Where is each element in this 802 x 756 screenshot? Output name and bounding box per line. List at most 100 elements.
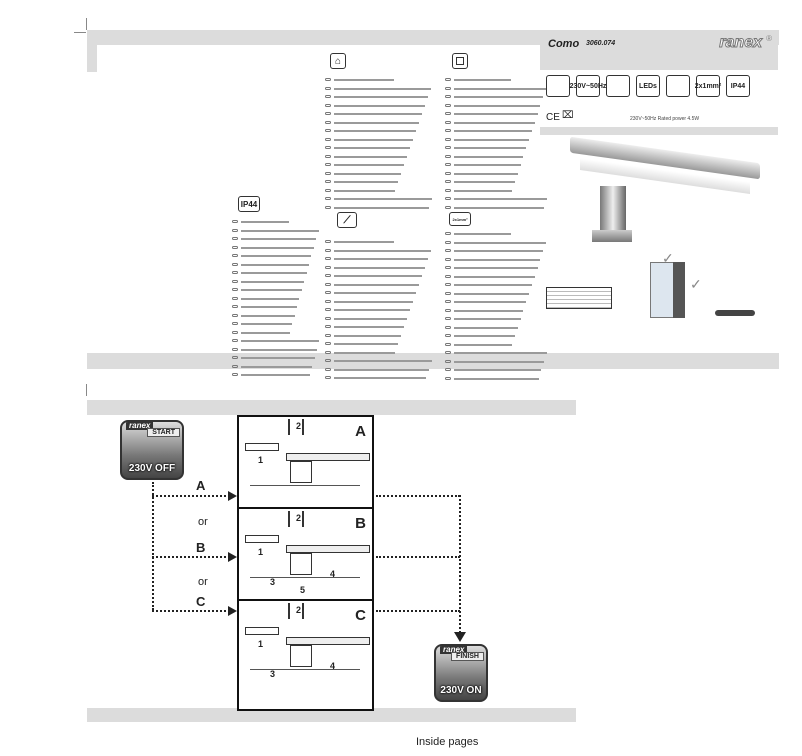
language-code-icon xyxy=(445,103,451,107)
language-code-icon xyxy=(325,248,331,252)
text-line xyxy=(334,360,432,362)
brand-logo: ranex xyxy=(440,646,468,654)
text-line xyxy=(334,317,407,320)
text-line xyxy=(241,314,295,317)
language-code-icon xyxy=(445,86,451,90)
text-line xyxy=(334,138,413,141)
language-code-icon xyxy=(232,279,238,283)
screw-icon xyxy=(302,603,304,619)
step-number: 4 xyxy=(330,661,336,671)
text-line xyxy=(454,104,541,107)
language-code-icon xyxy=(232,288,238,291)
text-line xyxy=(241,255,312,257)
language-code-icon xyxy=(445,283,451,286)
text-line xyxy=(334,206,429,209)
language-code-icon xyxy=(325,308,331,311)
step-number: 1 xyxy=(258,639,264,649)
text-line xyxy=(454,79,511,81)
ce-mark: CE xyxy=(546,112,560,123)
language-code-icon xyxy=(325,180,331,183)
language-code-icon xyxy=(325,359,331,362)
language-code-icon xyxy=(445,249,451,252)
text-line xyxy=(454,96,544,98)
language-code-icon xyxy=(325,103,331,107)
language-code-icon xyxy=(232,305,238,308)
text-line xyxy=(454,181,515,183)
text-line xyxy=(454,121,535,124)
text-line xyxy=(454,189,512,192)
start-tag: START xyxy=(147,428,180,437)
step-number: 2 xyxy=(296,605,302,615)
product-code: 3060.074 xyxy=(586,40,616,47)
text-line xyxy=(334,155,407,158)
wire-section-icon: 2x1mm² xyxy=(695,75,721,97)
language-code-icon xyxy=(325,333,331,337)
text-line xyxy=(454,360,545,363)
text-line xyxy=(241,263,309,266)
language-code-icon xyxy=(325,120,331,124)
language-code-icon xyxy=(445,78,451,81)
class-ii-icon xyxy=(452,53,468,69)
text-line xyxy=(454,164,521,166)
text-line xyxy=(334,334,401,337)
text-line xyxy=(334,181,398,183)
text-line xyxy=(334,326,404,328)
weee-icon: ⌧ xyxy=(562,110,574,121)
text-line xyxy=(454,343,512,346)
language-code-icon xyxy=(445,359,451,363)
language-code-icon xyxy=(325,316,331,320)
registered-mark: ® xyxy=(766,34,772,43)
language-code-icon xyxy=(325,205,331,209)
language-code-icon xyxy=(445,342,451,346)
class-ii-icon xyxy=(606,75,630,97)
language-code-icon xyxy=(325,171,331,175)
text-line xyxy=(454,275,535,278)
zone-dark xyxy=(673,262,685,318)
cabinet-edge xyxy=(250,577,360,578)
or-label: or xyxy=(198,516,208,528)
text-line xyxy=(334,377,426,379)
language-code-icon xyxy=(445,120,451,124)
language-code-icon xyxy=(325,376,331,379)
text-line xyxy=(334,172,401,175)
language-code-icon xyxy=(445,257,451,261)
option-a-label: A xyxy=(196,478,206,493)
step-number: 3 xyxy=(270,577,276,587)
text-line xyxy=(241,280,305,283)
language-code-icon xyxy=(445,197,451,200)
finish-photo: ranex FINISH 230V ON xyxy=(434,644,488,702)
text-line xyxy=(454,87,547,90)
text-line xyxy=(241,323,293,325)
lamp-bracket xyxy=(290,461,312,483)
language-code-icon xyxy=(232,228,238,232)
or-label: or xyxy=(198,576,208,588)
flow-line xyxy=(459,495,461,633)
language-code-icon xyxy=(325,197,331,200)
text-line xyxy=(454,377,539,380)
step-number: 5 xyxy=(300,585,306,595)
text-line xyxy=(241,374,310,376)
language-code-icon xyxy=(325,274,331,277)
text-line xyxy=(334,249,431,252)
text-line xyxy=(334,283,419,286)
text-line xyxy=(241,306,297,308)
text-line xyxy=(454,309,524,312)
text-line xyxy=(454,292,530,295)
text-line xyxy=(334,104,425,107)
language-code-icon xyxy=(232,237,238,240)
text-line xyxy=(454,198,548,200)
check-icon: ✓ xyxy=(690,276,702,292)
text-line xyxy=(334,266,425,269)
text-line xyxy=(454,352,548,354)
language-code-icon xyxy=(232,339,238,342)
language-code-icon xyxy=(325,299,331,303)
text-line xyxy=(334,300,413,303)
language-code-icon xyxy=(232,330,238,334)
page-caption: Inside pages xyxy=(416,736,479,748)
language-code-icon xyxy=(232,313,238,317)
start-photo: ranex START 230V OFF xyxy=(120,420,184,480)
left-band xyxy=(87,30,97,72)
text-line xyxy=(454,335,515,337)
language-code-icon xyxy=(445,232,451,235)
bottom-footer-band xyxy=(87,708,576,722)
